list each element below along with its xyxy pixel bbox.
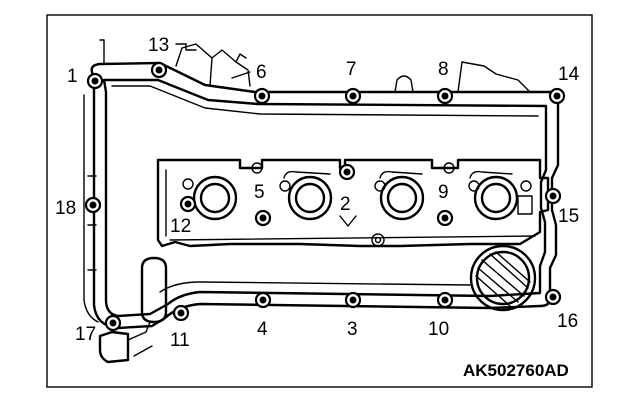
cover-inner-rim <box>102 78 548 318</box>
label-10: 10 <box>428 319 449 340</box>
bolt-4 <box>254 291 272 309</box>
stud-g <box>468 180 480 192</box>
breather-connector <box>127 321 153 357</box>
bolt-16 <box>544 288 562 306</box>
cover-left-ribs <box>87 175 97 271</box>
leader-13 <box>175 43 197 51</box>
label-3: 3 <box>347 319 358 340</box>
sensor-boss <box>517 195 533 215</box>
gallery-ribs <box>283 170 513 179</box>
bolt-7 <box>344 87 362 105</box>
top-boss-8 <box>457 61 531 93</box>
top-boss-13 <box>209 49 251 87</box>
label-1: 1 <box>67 66 78 87</box>
label-15: 15 <box>558 206 579 227</box>
stud-a <box>251 162 263 174</box>
bolt-5 <box>254 209 272 227</box>
label-7: 7 <box>346 59 357 80</box>
oil-filler-cap <box>469 244 537 312</box>
stud-e <box>279 180 291 192</box>
stud-d <box>182 178 194 190</box>
stud-b <box>443 162 455 174</box>
bolt-18 <box>84 196 102 214</box>
cover-contour-bottom <box>159 281 471 293</box>
label-12: 12 <box>170 216 191 237</box>
bolt-14 <box>548 87 566 105</box>
stud-f <box>374 180 386 192</box>
gallery-center-hook <box>339 215 357 227</box>
bolt-11 <box>172 304 190 322</box>
label-4: 4 <box>257 319 268 340</box>
gallery-inner-lines <box>165 169 536 241</box>
filler-cap-outer <box>469 244 537 312</box>
top-left-tab <box>99 39 105 65</box>
bolts <box>84 61 566 332</box>
stud-h <box>520 180 532 192</box>
gallery-outline <box>156 158 550 248</box>
bolt-10 <box>436 291 454 309</box>
top-bracket-detail <box>231 53 251 79</box>
cover-left-side <box>83 94 99 323</box>
breather-pipe <box>98 256 168 364</box>
bolt-15 <box>544 187 562 205</box>
label-6: 6 <box>256 62 267 83</box>
bolt-13 <box>150 61 168 79</box>
top-bracket-13 <box>175 43 213 67</box>
bolt-2 <box>338 163 356 181</box>
bolt-17 <box>104 314 122 332</box>
plug-hole-1-inner <box>199 182 231 214</box>
label-14: 14 <box>558 64 580 85</box>
label-8: 8 <box>438 59 449 80</box>
bolt-9 <box>436 209 454 227</box>
bolt-8 <box>436 87 454 105</box>
plug-gallery <box>156 158 550 248</box>
bolt-12 <box>179 195 197 213</box>
plug-hole-3-inner <box>386 182 418 214</box>
cover-contour-top <box>111 85 539 117</box>
bolt-1 <box>86 72 104 90</box>
label-18: 18 <box>55 198 76 219</box>
label-11: 11 <box>170 330 190 351</box>
bolt-3 <box>344 291 362 309</box>
stud-c <box>371 233 385 247</box>
bolt-6 <box>253 87 271 105</box>
breather-outlet <box>98 330 130 364</box>
label-13: 13 <box>148 35 169 56</box>
filler-cap-ridges <box>475 251 531 307</box>
figure-frame <box>46 14 593 388</box>
breather-body <box>140 256 168 324</box>
plug-hole-2-inner <box>294 182 326 214</box>
label-5: 5 <box>254 182 265 203</box>
label-9: 9 <box>438 182 449 203</box>
stud-c-center <box>374 236 382 244</box>
plug-hole-4-inner <box>480 182 512 214</box>
label-17: 17 <box>75 324 96 345</box>
figure-code: AK502760AD <box>463 361 569 380</box>
label-16: 16 <box>557 311 578 332</box>
label-2: 2 <box>340 194 351 215</box>
filler-cap-inner <box>475 250 531 306</box>
bolt-labels: 1 2 3 4 5 6 7 8 9 10 11 12 13 14 15 16 1… <box>55 35 580 351</box>
top-boss-7 <box>394 75 414 93</box>
